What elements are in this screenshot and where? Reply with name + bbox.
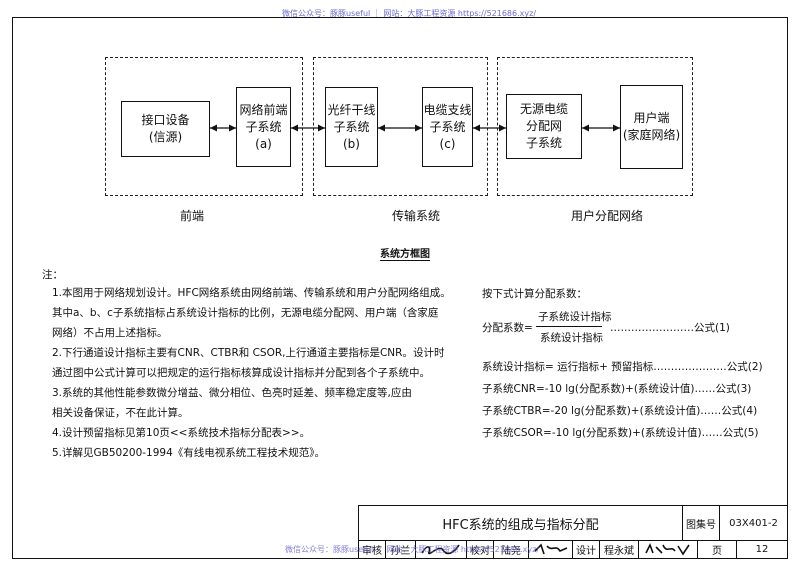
- atlas-label-cell: 图集号: [682, 505, 720, 541]
- block-line: 子系统: [333, 119, 370, 134]
- note-line: 2.下行通道设计指标主要有CNR、CTBR和 CSOR,上行通道主要指标是CNR…: [52, 347, 445, 359]
- note-line: 相关设备保证，不在此计算。: [52, 407, 189, 419]
- block-line: 网络前端: [239, 102, 288, 117]
- atlas-number: 03X401-2: [729, 517, 778, 529]
- reviewer-signature: [421, 544, 460, 555]
- section-label-frontend: 前端: [180, 209, 205, 223]
- notes-list: 1.本图用于网络规划设计。HFC网络系统由网络前端、传输系统和用户分配网络组成。…: [52, 284, 451, 462]
- checker-signature: [533, 543, 567, 555]
- title-cell: HFC系统的组成与指标分配: [358, 505, 683, 541]
- review-label: 审核: [362, 546, 382, 557]
- diagram-caption: 系统方框图: [380, 249, 430, 260]
- block-line: (信源): [148, 130, 183, 144]
- atlas-number-cell: 03X401-2: [719, 505, 788, 541]
- checker-name: 陆尧: [501, 546, 521, 557]
- block-interface-device: 接口设备 (信源): [121, 101, 210, 157]
- note-line: 5.详解见GB50200-1994《有线电视系统工程技术规范》。: [52, 447, 326, 459]
- block-cable-branch-subsystem: 电缆支线 子系统 (c): [422, 87, 473, 167]
- formula-2: 系统设计指标= 运行指标+ 预留指标…………………公式(2): [482, 361, 763, 373]
- section-label-transmission: 传输系统: [392, 209, 441, 223]
- design-label-cell: 设计: [572, 540, 600, 559]
- block-line: 接口设备: [141, 113, 190, 127]
- watermark-bottom: 微信公众号：豚豚useful ｜ 网站：大豚工程资源 https://52168…: [285, 545, 540, 554]
- block-line: 电缆支线: [423, 102, 472, 117]
- block-passive-distribution-subsystem: 无源电缆 分配网 子系统: [506, 94, 582, 159]
- formula-5: 子系统CSOR=-10 lg(分配系数)+(系统设计值)……公式(5): [482, 427, 759, 439]
- block-line: 子系统: [525, 136, 562, 150]
- drawing-title: HFC系统的组成与指标分配: [442, 517, 599, 533]
- section-label-user-network: 用户分配网络: [571, 209, 644, 223]
- page-number-cell: 12: [736, 540, 788, 559]
- group-user-network: [497, 57, 693, 196]
- page-label-cell: 页: [697, 540, 737, 559]
- note-line: 其中a、b、c子系统指标占系统设计指标的比例，无源电缆分配网、用户端（含家庭: [52, 307, 439, 319]
- formula-intro: 按下式计算分配系数：: [482, 288, 587, 300]
- note-line: 4.设计预留指标见第10页<<系统技术指标分配表>>。: [52, 427, 311, 439]
- note-line: 通过图中公式计算可以把规定的运行指标核算成设计指标并分配到各个子系统中。: [52, 367, 430, 379]
- block-frontend-subsystem: 网络前端 子系统 (a): [236, 87, 291, 167]
- designer-cell: 程永斌: [599, 540, 639, 559]
- block-line: 用户端: [633, 111, 670, 125]
- atlas-label: 图集号: [686, 519, 716, 531]
- block-line: 无源电缆: [519, 102, 568, 116]
- note-line: 1.本图用于网络规划设计。HFC网络系统由网络前端、传输系统和用户分配网络组成。: [52, 287, 451, 299]
- check-label: 校对: [470, 546, 490, 557]
- formula-1-tag: ……………………公式(1): [610, 322, 730, 334]
- notes-heading: 注：: [42, 269, 63, 281]
- block-line: 光纤干线: [327, 102, 376, 117]
- reviewer-name: 孙兰: [390, 546, 411, 557]
- note-line: 网络）不占用上述指标。: [52, 327, 168, 339]
- formula-4: 子系统CTBR=-20 lg(分配系数)+(系统设计值)……公式(4): [482, 405, 758, 417]
- block-line: (a): [255, 136, 272, 151]
- block-user-terminal: 用户端 (家庭网络): [620, 85, 683, 169]
- group-transmission: [313, 57, 488, 196]
- block-line: 子系统: [245, 119, 282, 134]
- block-line: 子系统: [429, 119, 466, 134]
- system-block-diagram: 接口设备 (信源) 网络前端 子系统 (a) 光纤干线 子系统 (b) 电缆支线…: [0, 0, 800, 270]
- page-label: 页: [712, 546, 722, 557]
- designer-name: 程永斌: [604, 546, 634, 557]
- block-line: (b): [343, 136, 360, 151]
- designer-signature-cell: [638, 540, 698, 559]
- title-block: HFC系统的组成与指标分配 图集号 03X401-2 审核 孙兰 校对 陆尧 设…: [358, 505, 788, 559]
- designer-signature: [645, 543, 690, 556]
- block-line: (c): [439, 136, 456, 151]
- watermark-top: 微信公众号：豚豚useful ｜ 网站：大豚工程资源 https://52168…: [282, 9, 537, 18]
- formula-1-numerator: 子系统设计指标: [538, 311, 612, 323]
- fraction-bar: [536, 326, 602, 327]
- design-label: 设计: [576, 546, 596, 557]
- formula-3: 子系统CNR=-10 lg(分配系数)+(系统设计值)……公式(3): [482, 383, 752, 395]
- block-line: 分配网: [525, 119, 562, 133]
- connector-lines: [210, 124, 620, 132]
- group-frontend: [105, 57, 303, 196]
- block-line: (家庭网络): [622, 128, 681, 142]
- formula-1-denominator: 系统设计指标: [540, 332, 603, 344]
- note-line: 3.系统的其他性能参数微分增益、微分相位、色亮时延差、频率稳定度等,应由: [52, 387, 412, 399]
- formula-1-lhs: 分配系数=: [482, 322, 533, 334]
- page-number: 12: [755, 544, 769, 555]
- block-fiber-trunk-subsystem: 光纤干线 子系统 (b): [325, 87, 378, 167]
